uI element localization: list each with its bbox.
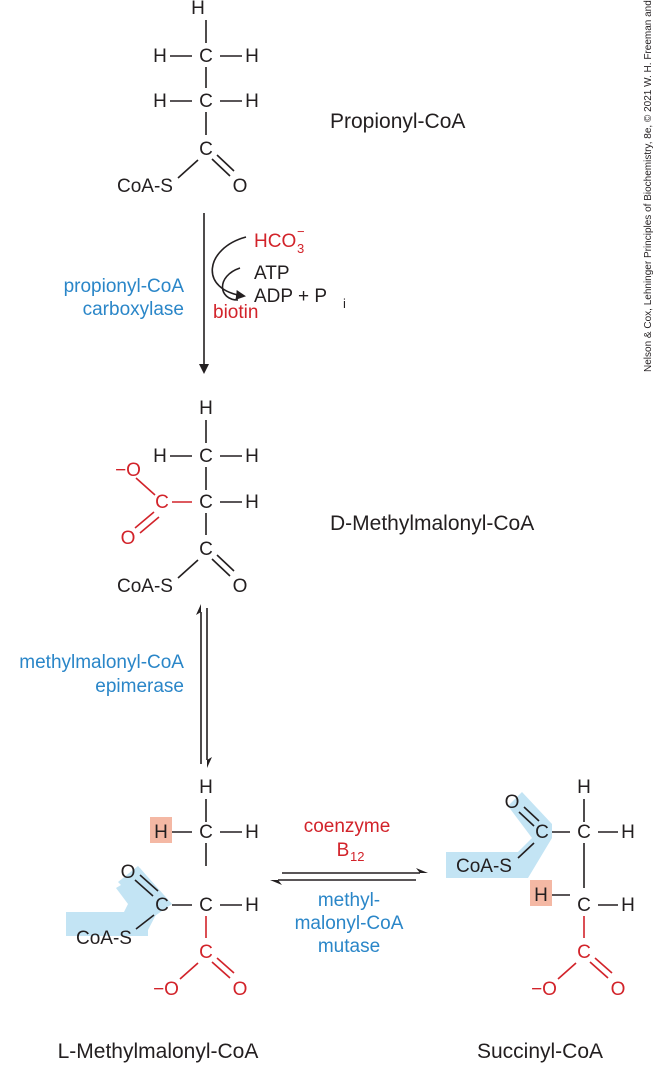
atom-h: H: [621, 822, 635, 843]
atom-c-carboxyl: C: [199, 942, 213, 963]
pi-subscript: i: [343, 296, 346, 311]
bicarbonate-charge: −: [297, 224, 305, 239]
atom-h-highlighted: H: [154, 822, 168, 843]
propionyl-coa-structure: H H C H H C H C CoA-S O: [117, 0, 259, 197]
mutase-label-line3: mutase: [318, 936, 380, 957]
atom-h: H: [577, 777, 591, 798]
copyright-credit: Nelson & Cox, Lehninger Principles of Bi…: [643, 0, 654, 372]
atom-h: H: [153, 46, 167, 67]
atom-c: C: [199, 822, 213, 843]
mutase-label-line1: methyl-: [318, 890, 380, 911]
cofactor-curve-arrow: [211, 236, 247, 300]
biotin-label: biotin: [213, 302, 258, 323]
succinyl-coa-label: Succinyl-CoA: [477, 1040, 603, 1063]
l-methylmalonyl-coa-label: L-Methylmalonyl-CoA: [58, 1040, 259, 1063]
carboxylate-o-minus: −O: [153, 979, 179, 1000]
atom-o-carboxyl: O: [121, 528, 136, 549]
carboxylase-label-line1: propionyl-CoA: [64, 276, 185, 297]
bicarbonate-label: HCO: [254, 231, 296, 252]
atom-o-carboxyl: O: [233, 979, 248, 1000]
atom-o: O: [233, 576, 248, 597]
d-methylmalonyl-coa-structure: H H C H −O C C H O C CoA-S O: [115, 398, 259, 597]
atom-c-carboxyl: C: [155, 492, 169, 513]
coenzyme-label: coenzyme: [304, 816, 391, 837]
mutase-label-line2: malonyl-CoA: [295, 913, 404, 934]
atp-label: ATP: [254, 263, 290, 284]
epimerase-label-line2: epimerase: [95, 676, 184, 697]
b12-label: B: [337, 840, 350, 861]
atom-c: C: [199, 46, 213, 67]
carboxylase-label-line2: carboxylase: [83, 299, 184, 320]
atom-h: H: [245, 492, 259, 513]
d-methylmalonyl-coa-label: D-Methylmalonyl-CoA: [330, 512, 534, 535]
succinyl-coa-structure: H O C C H CoA-S H C H C −O O: [446, 777, 635, 1000]
carboxylase-step: HCO 3 − ATP biotin ADP + P i propionyl-C…: [64, 213, 346, 374]
atom-c-carboxyl: C: [577, 942, 591, 963]
atom-c: C: [199, 539, 213, 560]
coa-s-label: CoA-S: [117, 176, 173, 197]
thioester-highlight: [446, 792, 552, 878]
hydrogen-highlight: [150, 817, 172, 843]
coa-s-label: CoA-S: [117, 576, 173, 597]
mutase-step: coenzyme B 12 methyl- malonyl-CoA mutase: [270, 816, 428, 957]
atom-c: C: [577, 895, 591, 916]
atom-h: H: [199, 398, 213, 419]
atom-o-carboxyl: O: [611, 979, 626, 1000]
atom-h: H: [199, 777, 213, 798]
atom-c: C: [577, 822, 591, 843]
atom-h: H: [245, 895, 259, 916]
l-methylmalonyl-coa-structure: H H C H O C C H CoA-S C −O O: [66, 777, 259, 1000]
propionyl-coa-label: Propionyl-CoA: [330, 110, 465, 133]
b12-subscript: 12: [350, 849, 364, 864]
atom-c: C: [199, 895, 213, 916]
bicarbonate-subscript: 3: [297, 241, 304, 256]
atom-c: C: [535, 822, 549, 843]
atom-h: H: [245, 822, 259, 843]
atom-h: H: [153, 91, 167, 112]
atom-h-highlighted: H: [534, 885, 548, 906]
atom-c: C: [199, 139, 213, 160]
atom-c: C: [199, 91, 213, 112]
atom-h: H: [245, 91, 259, 112]
atom-h: H: [245, 46, 259, 67]
adp-pi-label: ADP + P: [254, 286, 327, 307]
atom-h: H: [621, 895, 635, 916]
atom-o: O: [121, 862, 136, 883]
atom-c: C: [199, 492, 213, 513]
epimerase-step: methylmalonyl-CoA epimerase: [19, 604, 212, 768]
atom-o: O: [233, 176, 248, 197]
hydrogen-highlight: [530, 880, 552, 906]
atom-h: H: [153, 446, 167, 467]
atom-c: C: [199, 446, 213, 467]
coa-s-label: CoA-S: [456, 856, 512, 877]
atom-o: O: [505, 792, 520, 813]
atom-h: H: [245, 446, 259, 467]
epimerase-label-line1: methylmalonyl-CoA: [19, 652, 184, 673]
atom-h: H: [191, 0, 205, 19]
carboxylate-o-minus: −O: [531, 979, 557, 1000]
atom-c: C: [155, 895, 169, 916]
coa-s-label: CoA-S: [76, 928, 132, 949]
carboxylate-o-minus: −O: [115, 460, 141, 481]
